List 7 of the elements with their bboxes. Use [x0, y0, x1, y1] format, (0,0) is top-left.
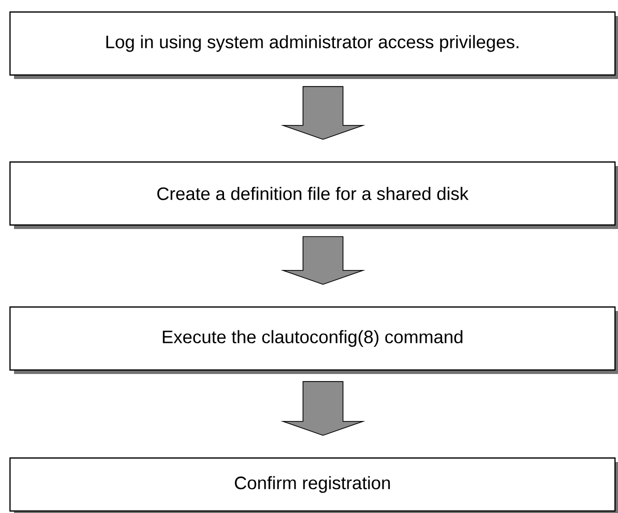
process-box: Log in using system administrator access privileges.: [9, 11, 618, 79]
block-arrow: [280, 381, 366, 436]
process-box: Create a definition file for a shared disk: [9, 161, 618, 229]
process-box: Execute the clautoconfig(8) command: [9, 306, 618, 374]
block-arrow: [280, 86, 366, 140]
process-box: Confirm registration: [9, 457, 618, 513]
block-arrow: [280, 236, 366, 285]
